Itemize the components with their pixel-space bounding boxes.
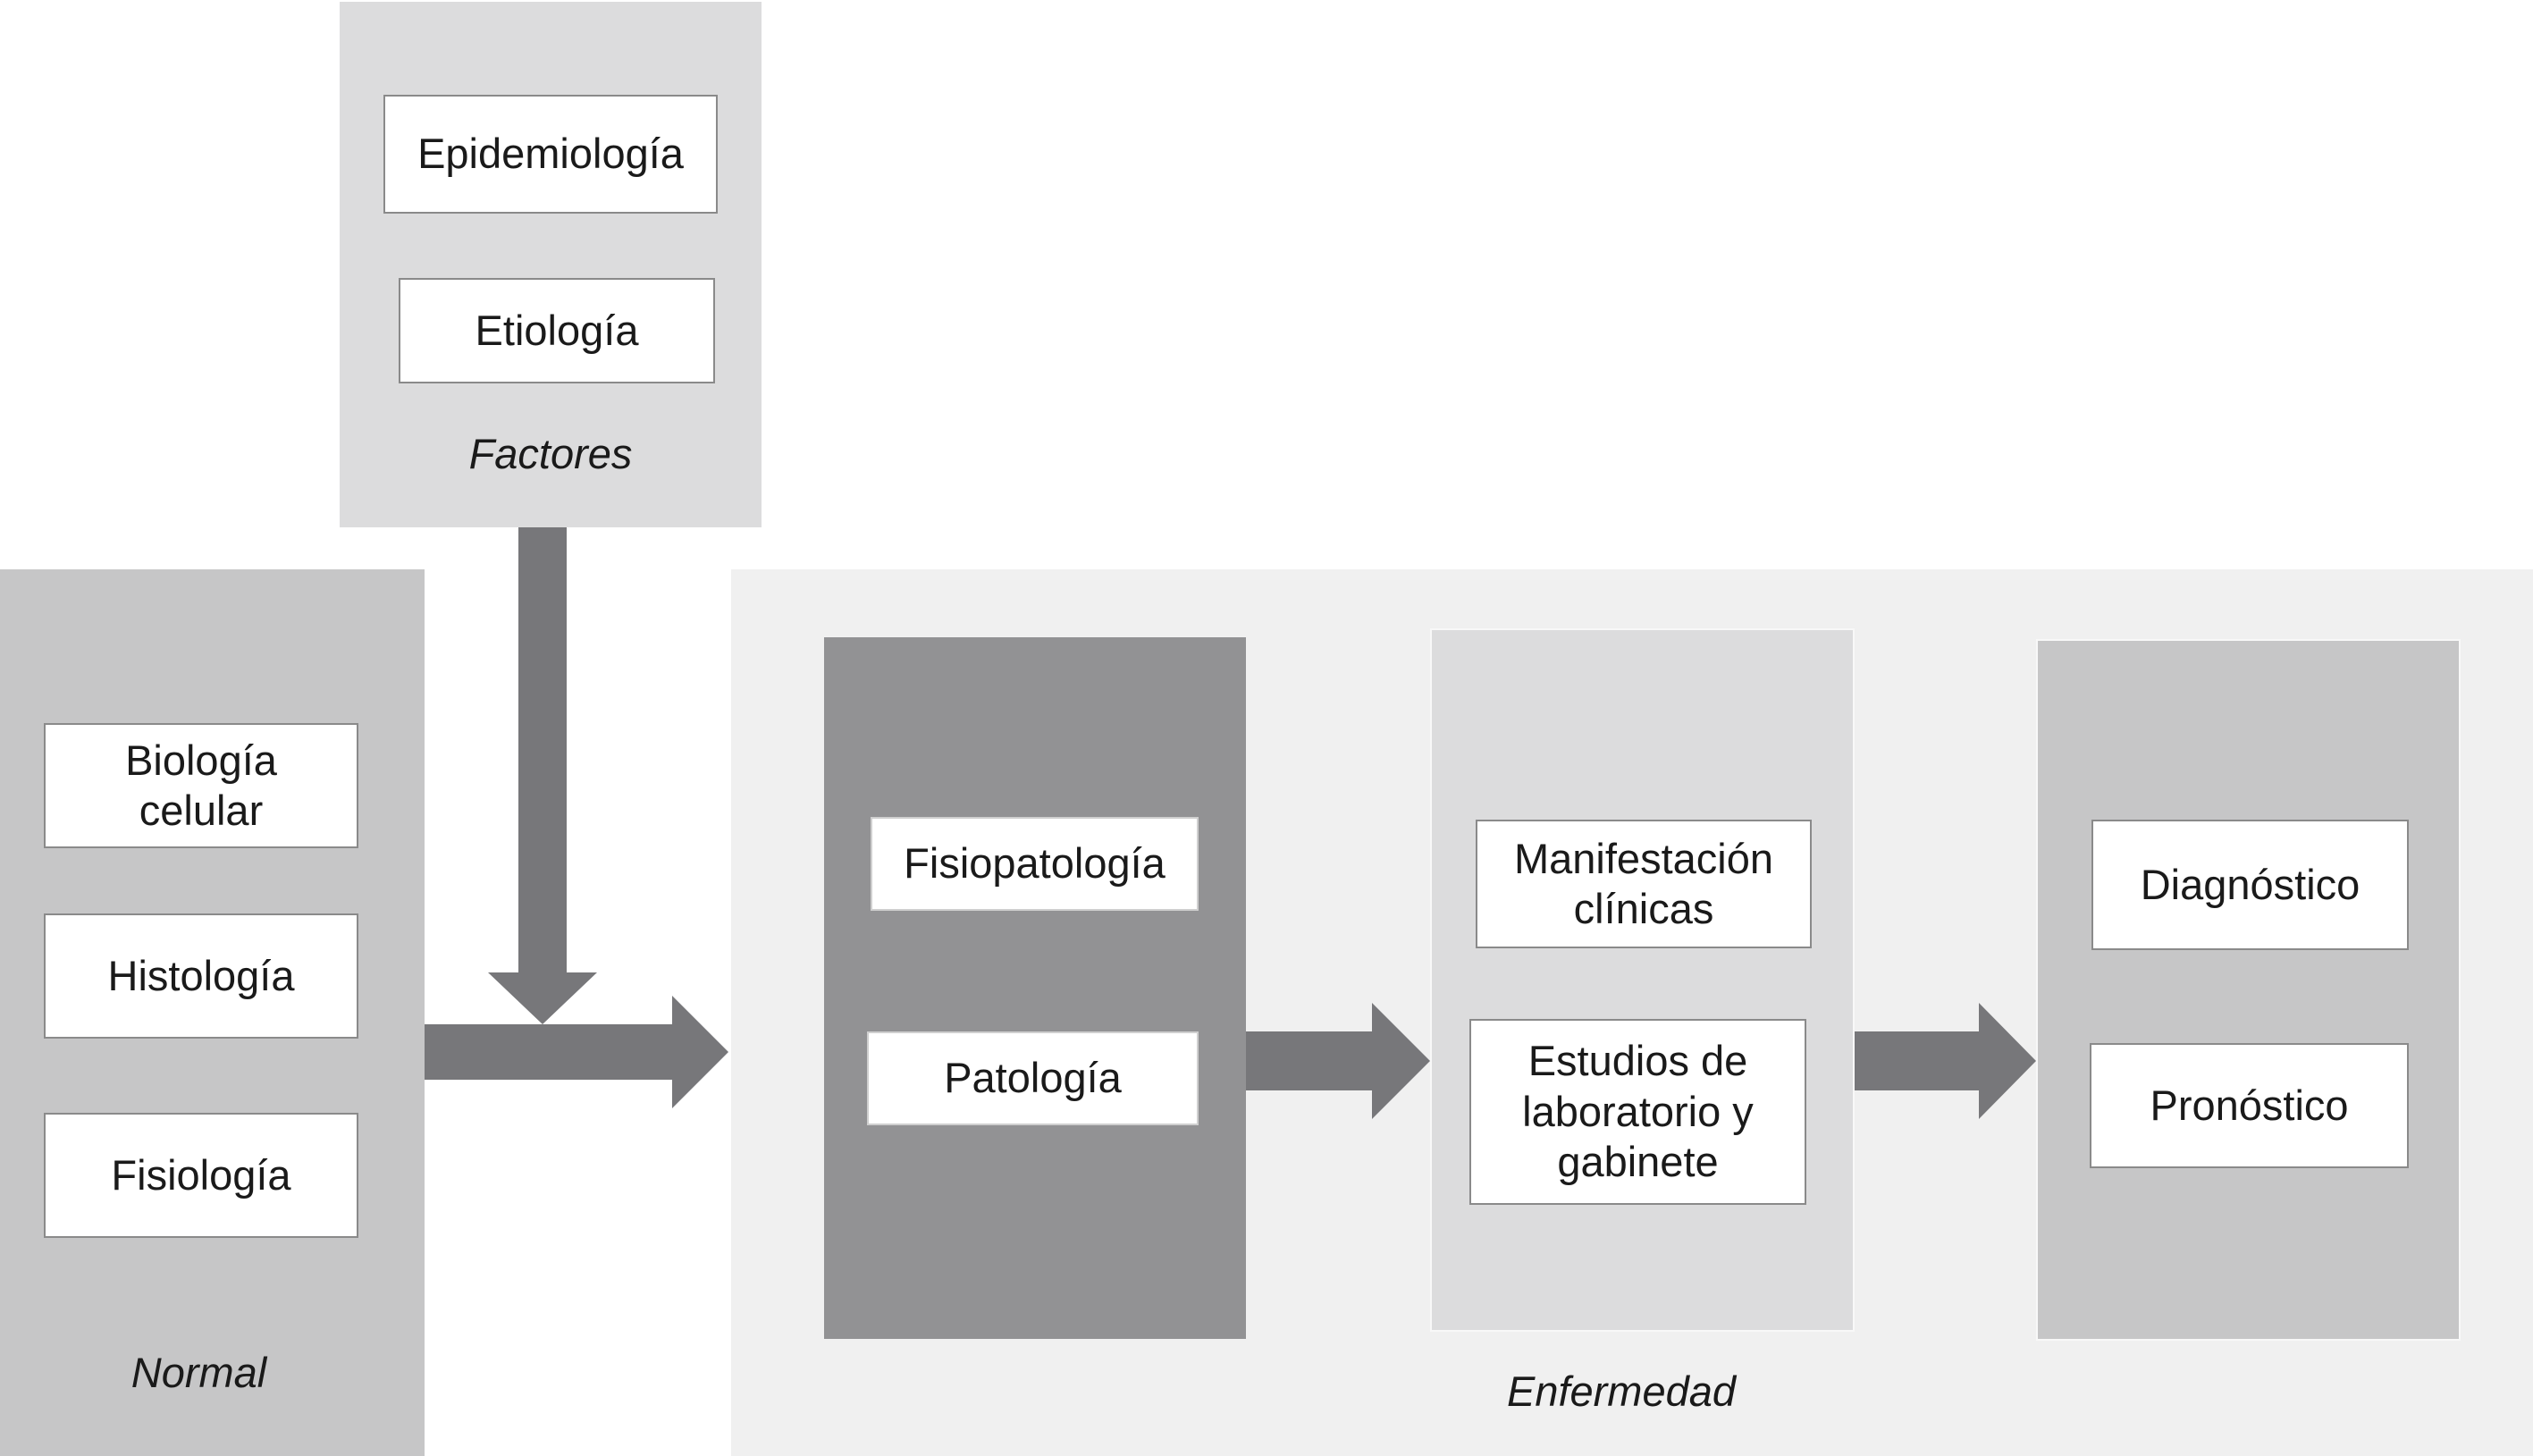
clinical-group-panel: [1430, 628, 1855, 1332]
patologia-box: Patología: [867, 1031, 1199, 1125]
manifestacion-clinicas-box: Manifestación clínicas: [1476, 820, 1812, 948]
histologia-box: Histología: [44, 913, 358, 1039]
epidemiologia-box: Epidemiología: [383, 95, 718, 214]
biologia-celular-box: Biología celular: [44, 723, 358, 848]
right-arrow-to-outcome: [1855, 1003, 2036, 1119]
right-arrow-to-clinical: [1246, 1003, 1430, 1119]
diagnostico-box: Diagnóstico: [2091, 820, 2409, 950]
outcome-group-panel: [2036, 639, 2461, 1341]
fisiopatologia-group-panel: [824, 637, 1246, 1339]
normal-caption: Normal: [130, 1349, 267, 1396]
fisiopatologia-box: Fisiopatología: [871, 817, 1199, 911]
factores-panel: [340, 2, 762, 527]
etiologia-box: Etiología: [399, 278, 715, 383]
fisiologia-box: Fisiología: [44, 1113, 358, 1238]
estudios-laboratorio-gabinete-box: Estudios de laboratorio y gabinete: [1469, 1019, 1806, 1205]
factores-caption: Factores: [468, 430, 633, 477]
enfermedad-caption: Enfermedad: [1506, 1368, 1737, 1415]
down-arrow: [488, 527, 597, 1024]
right-arrow-normal-to-enfermedad: [425, 996, 728, 1108]
pronostico-box: Pronóstico: [2090, 1043, 2409, 1168]
